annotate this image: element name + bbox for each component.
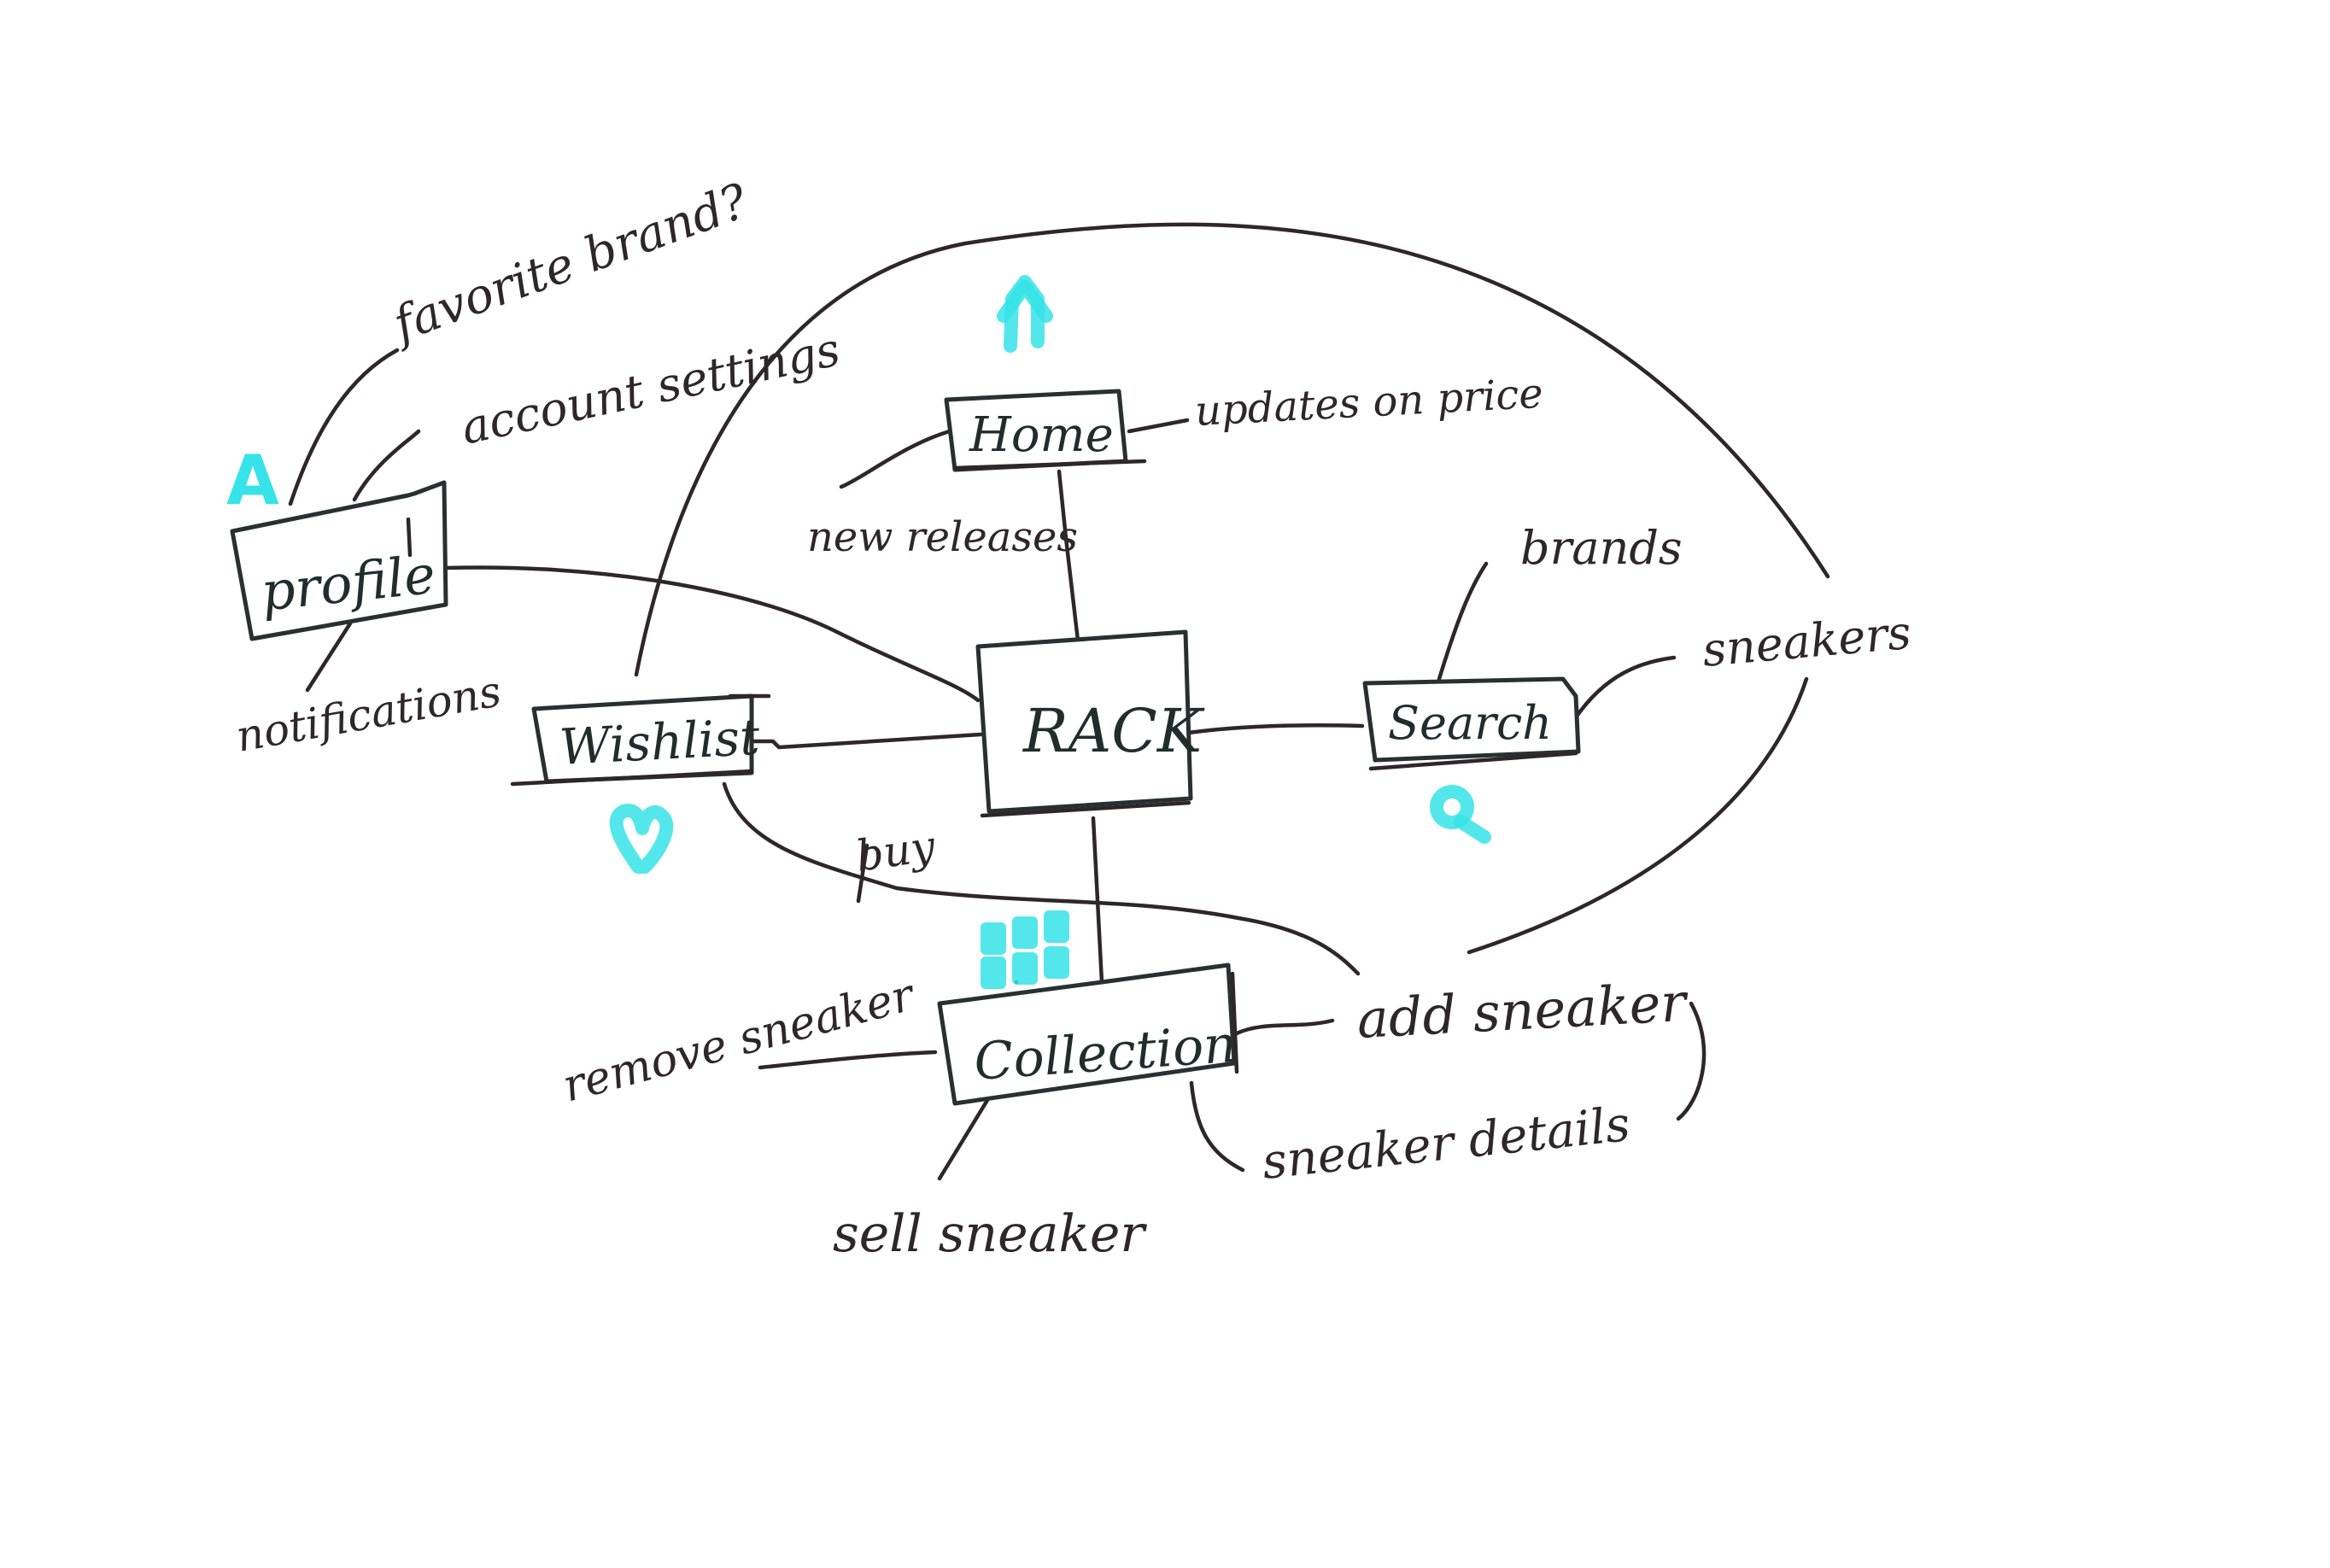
buy-tick <box>856 843 869 904</box>
node-home[interactable]: Home <box>944 389 1147 472</box>
arc-wishlist-to-sneakers <box>634 222 1830 677</box>
profile-box[interactable] <box>230 480 448 641</box>
edge-profile-notifications <box>305 621 353 693</box>
node-search[interactable]: Search <box>1362 676 1581 771</box>
subitem-remove-sneaker: remove sneaker <box>558 969 922 1113</box>
edge-home-updates <box>1127 418 1190 434</box>
edge-collection-add-sneaker <box>1234 1018 1335 1036</box>
edge-collection-sell-sneaker <box>937 1095 992 1181</box>
edge-home-new-releases <box>839 429 952 489</box>
profile-subitems: favorite brand? account settings notific… <box>232 173 845 762</box>
subitem-notifications: notifications <box>232 666 505 762</box>
edge-search-sneakers <box>1573 655 1677 720</box>
home-underline <box>952 459 1147 471</box>
grid-icon <box>981 910 1069 989</box>
subitem-account-settings: account settings <box>457 322 845 454</box>
subitem-updates-on-price: updates on price <box>1194 370 1544 436</box>
bracket-add-details <box>1676 1001 1707 1121</box>
edge-rack-search <box>1186 723 1365 735</box>
subitem-sell-sneaker: sell sneaker <box>833 1204 1147 1264</box>
svg-text:A: A <box>226 441 279 520</box>
subitem-new-releases: new releases <box>807 513 1078 561</box>
subitem-sneaker-details: sneaker details <box>1260 1097 1633 1191</box>
subitem-favorite-brand: favorite brand? <box>383 173 756 354</box>
search-subitems: brands sneakers <box>1520 521 1913 677</box>
node-rack[interactable]: RACK <box>975 629 1205 818</box>
wishlist-underline <box>510 769 754 787</box>
magnifier-icon <box>1430 785 1491 844</box>
home-icon <box>997 275 1053 353</box>
node-profile[interactable]: profile <box>230 480 448 641</box>
search-underline <box>1368 751 1578 771</box>
edge-profile-rack <box>443 565 981 703</box>
search-branches <box>1437 561 1677 720</box>
edge-profile-favorite-brand <box>288 348 400 506</box>
home-label: Home <box>969 407 1114 463</box>
search-label: Search <box>1388 696 1552 750</box>
profile-box-mark <box>406 517 413 558</box>
subitem-sneakers: sneakers <box>1701 606 1913 677</box>
edge-collection-remove-sneaker <box>758 1050 938 1070</box>
edge-profile-account-settings <box>352 429 421 502</box>
edge-rack-collection <box>1091 816 1104 985</box>
edge-wishlist-rack <box>749 732 983 750</box>
collection-right-mark <box>1230 971 1239 1074</box>
arc-sneakers-to-add-sneaker <box>1466 676 1809 955</box>
home-branches <box>839 418 1190 489</box>
heart-icon <box>609 804 674 874</box>
edge-wishlist-add-sneaker <box>722 781 1361 976</box>
subitem-add-sneaker: add sneaker <box>1355 971 1690 1050</box>
collection-branches <box>758 1001 1707 1181</box>
connectors <box>443 222 1830 985</box>
edge-search-brands <box>1437 561 1489 682</box>
rack-label: RACK <box>1022 696 1205 766</box>
collection-box[interactable] <box>937 962 1237 1106</box>
edge-collection-sneaker-details <box>1189 1080 1245 1173</box>
person-icon: A <box>226 441 279 520</box>
home-subitems: new releases updates on price <box>807 370 1544 561</box>
edge-label-buy: buy <box>853 821 939 881</box>
wishlist-label: Wishlist <box>558 708 761 776</box>
edge-home-rack <box>1057 469 1080 643</box>
rack-underline <box>980 800 1191 818</box>
node-wishlist[interactable]: Wishlist <box>510 693 771 787</box>
profile-branches <box>288 348 421 693</box>
search-box[interactable] <box>1362 676 1581 763</box>
rack-box[interactable] <box>975 629 1193 814</box>
subitem-brands: brands <box>1520 521 1683 575</box>
